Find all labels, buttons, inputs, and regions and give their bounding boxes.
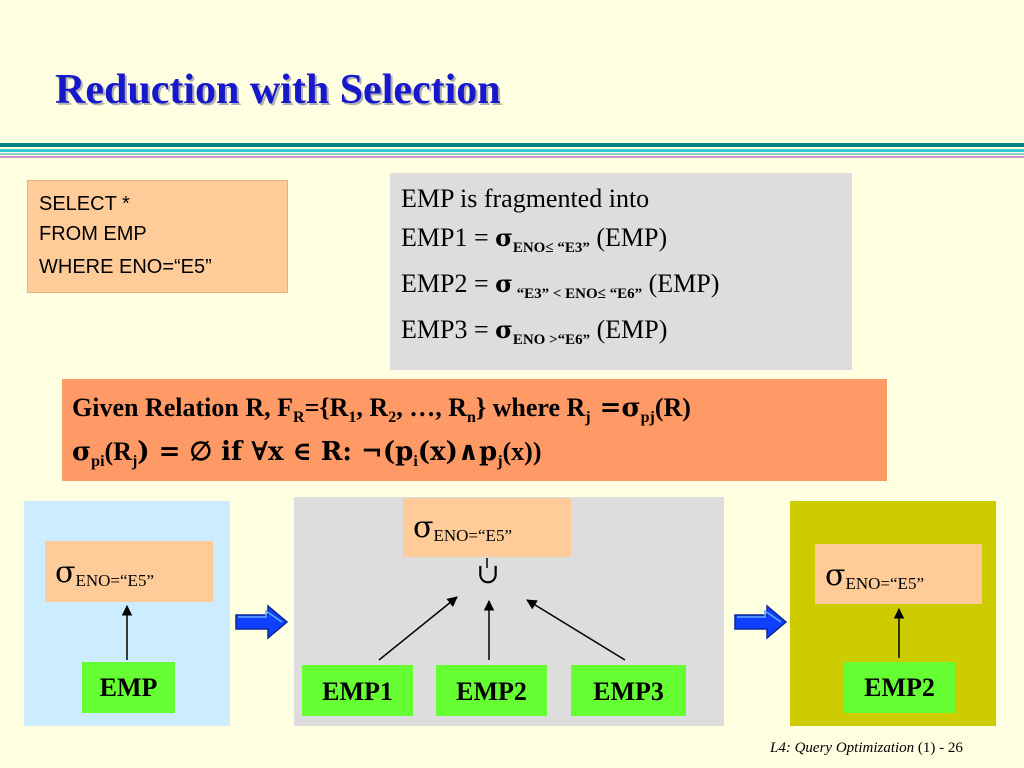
- leaf-emp2-reduced: EMP2: [844, 662, 955, 713]
- rule-text: (R: [104, 437, 132, 466]
- fragment-emp1: EMP1 = σENO≤ “E3” (EMP): [401, 215, 852, 261]
- rule-text: (R): [654, 393, 691, 422]
- rule-text: , R: [356, 393, 389, 422]
- fragmentation-box: EMP is fragmented into EMP1 = σENO≤ “E3”…: [390, 173, 852, 370]
- leaf-emp: EMP: [82, 662, 175, 713]
- sigma-symbol: σ: [495, 269, 513, 298]
- fragment-emp1-rhs: (EMP): [589, 223, 668, 252]
- title-divider: [0, 143, 1024, 158]
- rule-text: (x)): [502, 437, 542, 466]
- reduction-rule-box: Given Relation R, FR={R1, R2, …, Rn} whe…: [62, 379, 887, 481]
- fragment-emp3-predicate: ENO >“E6”: [512, 332, 591, 348]
- selection-predicate: ENO=“E5”: [433, 526, 512, 545]
- selection-node-right: σENO=“E5”: [815, 544, 982, 604]
- fragment-emp3-lhs: EMP3 =: [401, 315, 496, 344]
- selection-node-left: σENO=“E5”: [45, 541, 213, 602]
- rule-subscript: n: [466, 409, 476, 426]
- sigma-symbol: σ: [413, 510, 434, 545]
- rule-text: =σ: [590, 393, 641, 423]
- sigma-symbol: σ: [495, 223, 513, 252]
- rule-subscript: j: [585, 409, 591, 426]
- rule-line-1: Given Relation R, FR={R1, R2, …, Rn} whe…: [72, 391, 887, 435]
- rule-text: } where R: [475, 393, 586, 422]
- rule-line-2: σpi(Rj) = ∅ if ∀x ∈ R: ¬(pi(x)∧pj(x)): [72, 435, 887, 479]
- fragment-emp3-rhs: (EMP): [590, 315, 668, 344]
- sql-line-select: SELECT *: [39, 193, 130, 215]
- fragment-emp2-rhs: (EMP): [642, 269, 720, 298]
- rule-subscript: j: [131, 453, 138, 470]
- slide-title: Reduction with Selection: [55, 67, 501, 113]
- fragment-emp2: EMP2 = σ “E3” < ENO≤ “E6” (EMP): [401, 261, 852, 307]
- sigma-symbol: σ: [495, 315, 513, 344]
- rule-subscript: j: [497, 453, 503, 470]
- rule-text: (x)∧p: [417, 437, 498, 467]
- leaf-emp3: EMP3: [571, 665, 686, 716]
- rule-text: , …, R: [396, 393, 467, 422]
- transform-arrow-1: [235, 604, 289, 640]
- slide-footer: L4: Query Optimization (1) - 26: [770, 740, 963, 757]
- sql-line-where: WHERE ENO=“E5”: [39, 256, 212, 278]
- footer-page: (1) - 26: [914, 740, 963, 756]
- fragment-emp3: EMP3 = σENO >“E6” (EMP): [401, 307, 852, 353]
- fragment-emp2-lhs: EMP2 =: [401, 269, 496, 298]
- rule-subscript: R: [293, 409, 305, 426]
- rule-subscript: 2: [388, 409, 397, 426]
- sigma-symbol: σ: [825, 558, 846, 593]
- union-operator: ∪: [476, 559, 500, 590]
- rule-text: ={R: [304, 393, 349, 422]
- rule-text: ) = ∅ if ∀x ∈ R: ¬(p: [137, 437, 414, 467]
- rule-text: σ: [72, 437, 92, 467]
- selection-predicate: ENO=“E5”: [845, 574, 924, 593]
- rule-text: Given Relation R, F: [72, 393, 293, 422]
- fragment-emp1-lhs: EMP1 =: [401, 223, 496, 252]
- sql-line-from: FROM EMP: [39, 223, 147, 245]
- fragment-emp2-predicate: “E3” < ENO≤ “E6”: [512, 286, 643, 302]
- fragment-emp1-predicate: ENO≤ “E3”: [512, 240, 590, 256]
- rule-subscript: i: [413, 453, 418, 470]
- fragmentation-intro: EMP is fragmented into: [401, 184, 650, 213]
- sigma-symbol: σ: [55, 555, 76, 590]
- footer-course: L4: Query Optimization: [770, 740, 915, 756]
- selection-node-middle: σENO=“E5”: [403, 498, 571, 557]
- leaf-emp2: EMP2: [436, 665, 547, 716]
- selection-predicate: ENO=“E5”: [75, 571, 154, 590]
- transform-arrow-2: [734, 604, 788, 640]
- leaf-emp1: EMP1: [302, 665, 413, 716]
- sql-query-box: SELECT * FROM EMP WHERE ENO=“E5”: [27, 180, 288, 293]
- rule-subscript: pj: [640, 409, 655, 426]
- rule-subscript: 1: [348, 409, 357, 426]
- rule-subscript: pi: [91, 453, 105, 470]
